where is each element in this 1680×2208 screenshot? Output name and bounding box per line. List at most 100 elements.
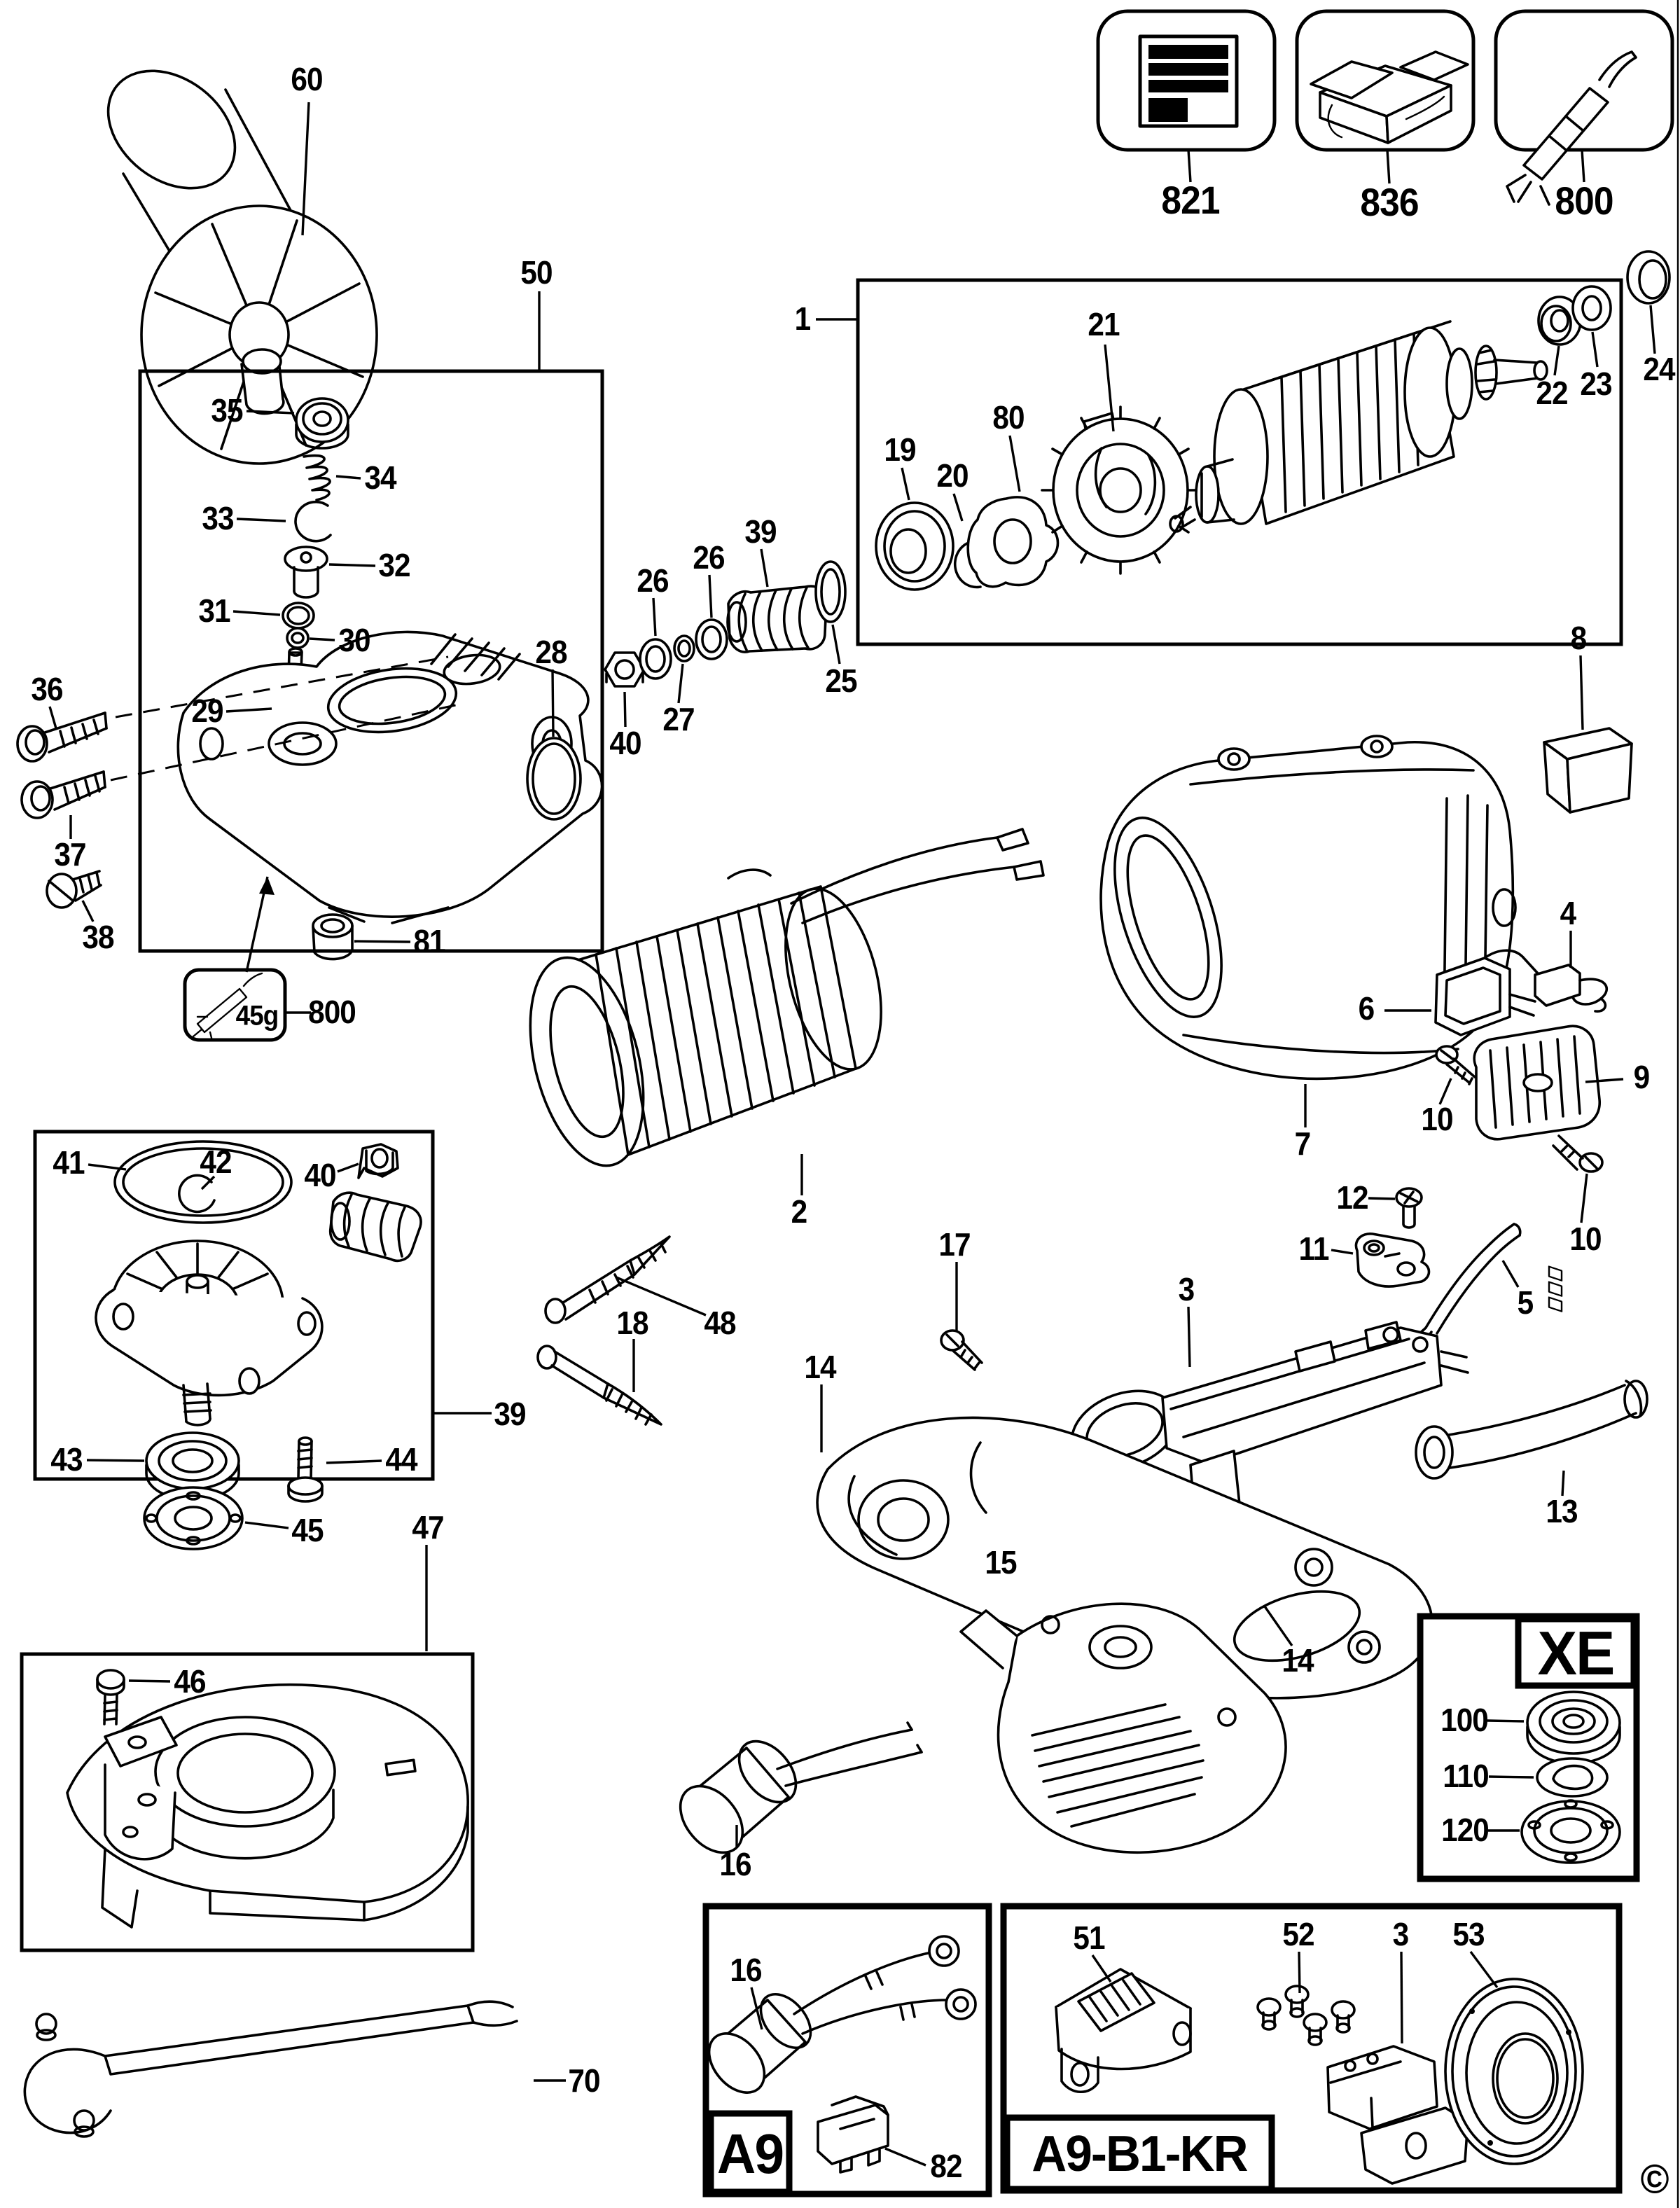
part-label-836: 836: [1360, 180, 1419, 225]
flange-leaders: [88, 1162, 359, 1190]
screw-18-drawing: [536, 1345, 662, 1426]
field-coil-2-drawing: [529, 828, 1045, 1167]
part-label-14: 14: [1282, 1641, 1314, 1679]
part-label-45: 45: [291, 1511, 324, 1548]
copyright-mark: ©: [1640, 2156, 1669, 2202]
part-label-36: 36: [31, 670, 63, 707]
part-label-1: 1: [794, 300, 812, 337]
grease-tube-icon: [1506, 50, 1637, 206]
part-label-44: 44: [385, 1440, 417, 1478]
screw-12-drawing: [1395, 1187, 1423, 1229]
cluster-leaders: [623, 548, 841, 728]
part-label-70: 70: [568, 2062, 600, 2099]
guard-47-drawing: [66, 1683, 469, 1929]
part-label-110: 110: [1443, 1757, 1489, 1794]
spindle-washer-cluster: [604, 560, 847, 688]
part-label-81: 81: [413, 922, 445, 959]
part-label-51: 51: [1073, 1919, 1105, 1956]
part-label-120: 120: [1441, 1811, 1490, 1848]
part-label-47: 47: [412, 1508, 444, 1546]
screw-48-drawing: [544, 1235, 671, 1324]
armature-box: [856, 278, 1623, 646]
part-label-41: 41: [53, 1144, 85, 1181]
side-handle-drawing: [106, 69, 378, 465]
grease-qty-label: 45g: [235, 1000, 279, 1032]
brush-8-drawing: [1543, 727, 1633, 1312]
screw-37-drawing: [20, 770, 106, 819]
part-label-40: 40: [304, 1156, 336, 1193]
part-label-800: 800: [308, 993, 356, 1030]
part-label-31: 31: [198, 592, 230, 629]
inner-flange-43-drawing: [145, 1431, 240, 1501]
part-label-13: 13: [1546, 1492, 1578, 1529]
part-label-28: 28: [535, 633, 567, 670]
part-label-16: 16: [719, 1845, 751, 1882]
part-label-9: 9: [1633, 1058, 1651, 1095]
part-label-37: 37: [54, 835, 86, 873]
part-label-80: 80: [992, 398, 1025, 436]
part-label-50: 50: [520, 254, 553, 291]
part-label-26: 26: [637, 562, 669, 599]
cord-clamp-11-drawing: [1354, 1233, 1431, 1288]
screw-46-drawing: [96, 1669, 125, 1726]
screw-10a-drawing: [1435, 1045, 1476, 1085]
part-label-22: 22: [1536, 374, 1568, 411]
part-label-11: 11: [1298, 1230, 1330, 1267]
part-label-14: 14: [804, 1348, 836, 1385]
part-label-10: 10: [1569, 1220, 1602, 1257]
part-label-34: 34: [364, 459, 396, 496]
part-label-8: 8: [1570, 619, 1588, 656]
part-label-82: 82: [930, 2147, 962, 2184]
part-label-23: 23: [1580, 365, 1612, 402]
part-label-800: 800: [1555, 179, 1613, 223]
part-label-17: 17: [938, 1225, 971, 1263]
gear-case-box: [138, 369, 604, 953]
pin-wrench-70-drawing: [23, 2000, 518, 2138]
grease-inset: [183, 876, 311, 1042]
screw-36-drawing: [16, 711, 108, 763]
screw-38-drawing: [46, 870, 102, 909]
part-label-3: 3: [1392, 1915, 1410, 1952]
screw-44-drawing: [287, 1436, 324, 1503]
part-label-4: 4: [1560, 894, 1577, 931]
capacitor-16-drawing: [679, 1721, 923, 1854]
part-label-39: 39: [744, 513, 777, 550]
part-label-40: 40: [609, 724, 641, 761]
brush-holder-6-drawing: [1434, 949, 1539, 1036]
part-label-25: 25: [825, 662, 857, 699]
housing-14-lower-drawing: [959, 1602, 1287, 1854]
part-label-53: 53: [1452, 1915, 1485, 1952]
part-label-30: 30: [338, 621, 370, 658]
part-label-27: 27: [662, 700, 695, 737]
part-label-43: 43: [50, 1440, 83, 1478]
part-label-32: 32: [378, 546, 410, 583]
part-label-29: 29: [191, 692, 223, 729]
xe-title: XE: [1537, 1618, 1616, 1688]
part-label-100: 100: [1441, 1701, 1489, 1738]
part-label-821: 821: [1161, 178, 1220, 223]
part-label-19: 19: [884, 431, 916, 468]
part-label-24: 24: [1643, 350, 1675, 387]
armature-leaders: [901, 305, 1656, 522]
part-label-6: 6: [1358, 990, 1375, 1027]
part-label-10: 10: [1421, 1100, 1453, 1137]
part-label-42: 42: [200, 1143, 232, 1180]
outer-flange-45-drawing: [143, 1486, 244, 1550]
screw-10b-drawing: [1552, 1134, 1604, 1173]
brush-4-drawing: [1534, 964, 1609, 1013]
part-label-7: 7: [1294, 1125, 1312, 1162]
part-label-39: 39: [494, 1395, 526, 1432]
part-label-33: 33: [202, 499, 234, 536]
a9-b1-kr-box: [1000, 1903, 1623, 2194]
part-label-38: 38: [82, 918, 114, 955]
cord-protector-13-drawing: [1415, 1380, 1648, 1480]
a9-box: [702, 1903, 992, 2197]
brush-cover-9-drawing: [1473, 1025, 1601, 1141]
part-label-60: 60: [291, 60, 323, 97]
a9-b1-kr-title: A9-B1-KR: [1032, 2126, 1248, 2182]
part-label-3: 3: [1178, 1270, 1195, 1307]
gear-case-parts: [176, 397, 604, 961]
part-label-46: 46: [174, 1662, 206, 1700]
